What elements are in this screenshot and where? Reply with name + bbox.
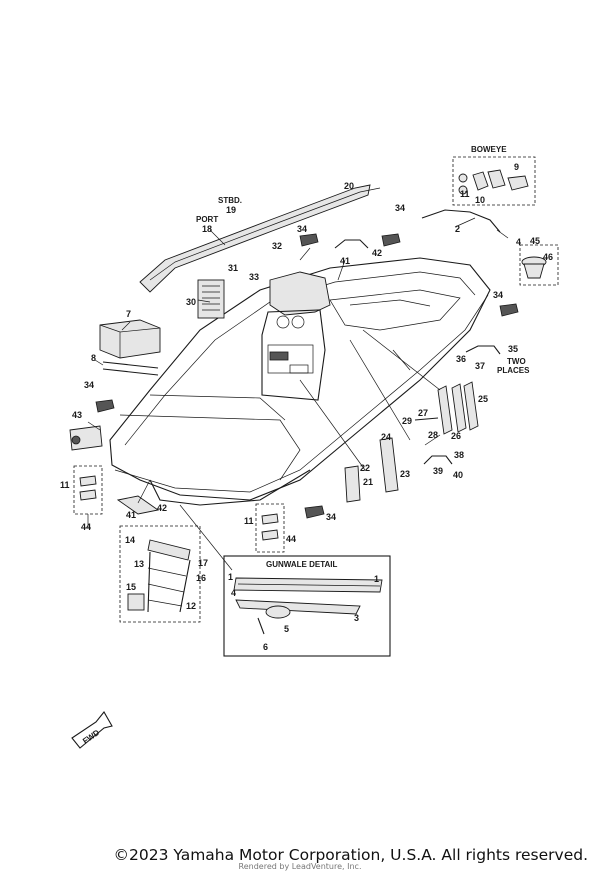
callout-8: 8 (91, 353, 96, 363)
callout-42b: 42 (157, 503, 167, 513)
callout-1b: 1 (374, 574, 379, 584)
callout-43: 43 (72, 410, 82, 420)
leader-lines (87, 187, 509, 571)
callout-7: 7 (126, 309, 131, 319)
header-boweye: BOWEYE (471, 145, 507, 154)
callout-44b: 44 (286, 534, 296, 544)
callout-37: 37 (475, 361, 485, 371)
callout-3: 3 (354, 613, 359, 623)
callout-33: 33 (249, 272, 259, 282)
cup-holder (519, 244, 559, 286)
header-two-places-1: TWO (507, 357, 526, 366)
callout-11c: 11 (244, 516, 254, 526)
copyright-notice: ©2023 Yamaha Motor Corporation, U.S.A. A… (113, 846, 589, 864)
callout-18: 18 (202, 224, 212, 234)
callout-34b: 34 (395, 203, 405, 213)
callout-11b: 11 (60, 480, 70, 490)
callout-14: 14 (125, 535, 135, 545)
header-port: PORT (196, 215, 218, 224)
step (116, 495, 160, 515)
trim-tab (69, 425, 103, 451)
callout-45: 45 (530, 236, 540, 246)
callout-41a: 41 (340, 256, 350, 266)
callout-23: 23 (400, 469, 410, 479)
callout-42a: 42 (372, 248, 382, 258)
callout-4b: 4 (231, 588, 236, 598)
callout-29: 29 (402, 416, 412, 426)
callout-32: 32 (272, 241, 282, 251)
callout-21: 21 (363, 477, 373, 487)
grab-bar (465, 345, 501, 355)
callout-34a: 34 (297, 224, 307, 234)
hardware-group-right (255, 503, 285, 553)
callout-38: 38 (454, 450, 464, 460)
callout-26: 26 (451, 431, 461, 441)
callout-labels: BOWEYE STBD. PORT GUNWALE DETAIL TWO PLA… (60, 145, 553, 652)
boarding-ladder (119, 525, 201, 623)
callout-17: 17 (198, 558, 208, 568)
rod-holders (414, 381, 479, 435)
callout-19: 19 (226, 205, 236, 215)
callout-34c: 34 (493, 290, 503, 300)
callout-6: 6 (263, 642, 268, 652)
boat-hull (109, 257, 491, 506)
storage-cooler (99, 319, 161, 359)
hardware-group-left (73, 465, 103, 515)
fwd-arrow-icon: FWD (71, 711, 113, 749)
callout-20: 20 (344, 181, 354, 191)
callout-35: 35 (508, 344, 518, 354)
callout-27: 27 (418, 408, 428, 418)
callout-10: 10 (475, 195, 485, 205)
callout-39: 39 (433, 466, 443, 476)
cleats (95, 233, 519, 519)
header-gunwale-detail: GUNWALE DETAIL (266, 560, 338, 569)
footrest (344, 437, 399, 503)
callout-44a: 44 (81, 522, 91, 532)
callout-40: 40 (453, 470, 463, 480)
center-console (261, 271, 331, 401)
callout-13: 13 (134, 559, 144, 569)
callout-34d: 34 (84, 380, 94, 390)
callout-9: 9 (514, 162, 519, 172)
callout-41b: 41 (126, 510, 136, 520)
header-two-places-2: PLACES (497, 366, 530, 375)
callout-1a: 1 (228, 572, 233, 582)
callout-25: 25 (478, 394, 488, 404)
callout-16: 16 (196, 573, 206, 583)
watermark: Rendered by LeadVenture, Inc. (238, 862, 362, 871)
callout-2: 2 (455, 224, 460, 234)
grab-bar-2 (423, 455, 453, 465)
callout-46: 46 (543, 252, 553, 262)
callout-4a: 4 (516, 237, 521, 247)
grab-handle (334, 239, 369, 249)
callout-30: 30 (186, 297, 196, 307)
callout-22: 22 (360, 463, 370, 473)
header-stbd: STBD. (218, 196, 242, 205)
callout-24: 24 (381, 432, 391, 442)
callout-28: 28 (428, 430, 438, 440)
callout-31: 31 (228, 263, 238, 273)
callout-15: 15 (126, 582, 136, 592)
vent-panel (197, 279, 225, 319)
gunwale-detail-box (223, 555, 391, 657)
callout-5: 5 (284, 624, 289, 634)
callout-34e: 34 (326, 512, 336, 522)
rods (102, 361, 159, 376)
boweye-group (452, 156, 536, 206)
callout-11a: 11 (460, 189, 470, 199)
callout-12: 12 (186, 601, 196, 611)
bow-rail (421, 209, 501, 233)
callout-36: 36 (456, 354, 466, 364)
